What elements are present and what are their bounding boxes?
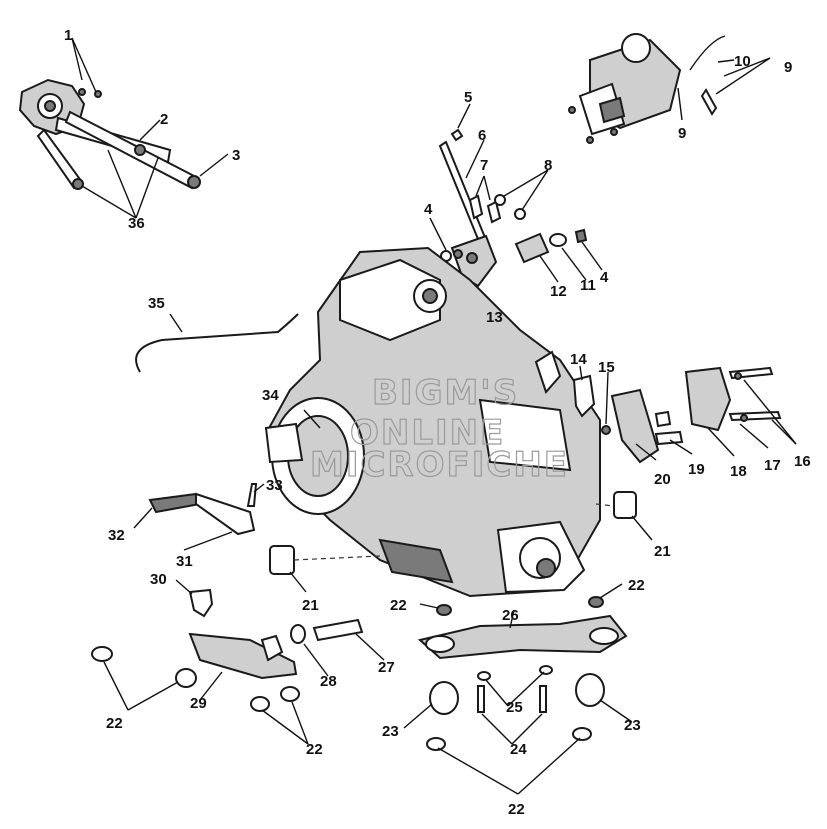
callout-16: 16 bbox=[794, 453, 811, 470]
callout-11: 11 bbox=[580, 277, 596, 294]
callout-23-right: 23 bbox=[624, 717, 641, 734]
callout-35: 35 bbox=[148, 295, 165, 312]
callout-4-right: 4 bbox=[600, 269, 609, 286]
callout-22-center: 22 bbox=[390, 597, 407, 614]
shift-lever bbox=[148, 483, 258, 536]
pump-assembly bbox=[18, 78, 201, 190]
callout-29: 29 bbox=[190, 695, 207, 712]
bracket-parts bbox=[438, 128, 588, 288]
callout-4-left: 4 bbox=[424, 201, 433, 218]
callout-13: 13 bbox=[486, 309, 503, 326]
callout-19: 19 bbox=[688, 461, 705, 478]
watermark-line-3: MICROFICHE bbox=[310, 445, 569, 485]
callout-20: 20 bbox=[654, 471, 671, 488]
callout-15: 15 bbox=[598, 359, 615, 376]
callout-24: 24 bbox=[510, 741, 527, 758]
callout-18: 18 bbox=[730, 463, 747, 480]
engine-block bbox=[264, 246, 601, 598]
callout-33: 33 bbox=[266, 477, 283, 494]
watermark-line-1: BIGM'S bbox=[372, 373, 519, 413]
callout-27: 27 bbox=[378, 659, 395, 676]
callout-32: 32 bbox=[108, 527, 125, 544]
callout-6: 6 bbox=[478, 127, 486, 144]
callout-10: 10 bbox=[734, 53, 751, 70]
callout-1: 1 bbox=[64, 27, 72, 44]
callout-7: 7 bbox=[480, 157, 488, 174]
callout-22-lower-left: 22 bbox=[306, 741, 323, 758]
callout-17: 17 bbox=[764, 457, 781, 474]
callout-14: 14 bbox=[570, 351, 587, 368]
callout-34: 34 bbox=[262, 387, 279, 404]
callout-25: 25 bbox=[506, 699, 523, 716]
callout-28: 28 bbox=[320, 673, 337, 690]
callout-9-right: 9 bbox=[784, 59, 792, 76]
mount-crossmember bbox=[417, 596, 628, 751]
callout-12: 12 bbox=[550, 283, 567, 300]
callout-22-bottom: 22 bbox=[508, 801, 525, 818]
callout-22-right: 22 bbox=[628, 577, 645, 594]
callout-labels: 1 2 3 36 5 6 7 8 4 4 9 10 9 12 11 13 35 … bbox=[64, 27, 811, 818]
side-brackets bbox=[572, 366, 782, 464]
callout-23-left: 23 bbox=[382, 723, 399, 740]
callout-36: 36 bbox=[128, 215, 145, 232]
callout-21-right: 21 bbox=[654, 543, 671, 560]
watermark-line-2: ONLINE bbox=[350, 413, 505, 453]
watermark: BIGM'S ONLINE MICROFICHE bbox=[309, 372, 569, 485]
carburetor bbox=[568, 33, 726, 144]
callout-30: 30 bbox=[150, 571, 167, 588]
callout-22-left: 22 bbox=[106, 715, 123, 732]
callout-8: 8 bbox=[544, 157, 552, 174]
callout-31: 31 bbox=[176, 553, 193, 570]
callout-5: 5 bbox=[464, 89, 472, 106]
callout-9-left: 9 bbox=[678, 125, 686, 142]
callout-21-left: 21 bbox=[302, 597, 319, 614]
callout-26: 26 bbox=[502, 607, 519, 624]
callout-2: 2 bbox=[160, 111, 168, 128]
callout-3: 3 bbox=[232, 147, 240, 164]
